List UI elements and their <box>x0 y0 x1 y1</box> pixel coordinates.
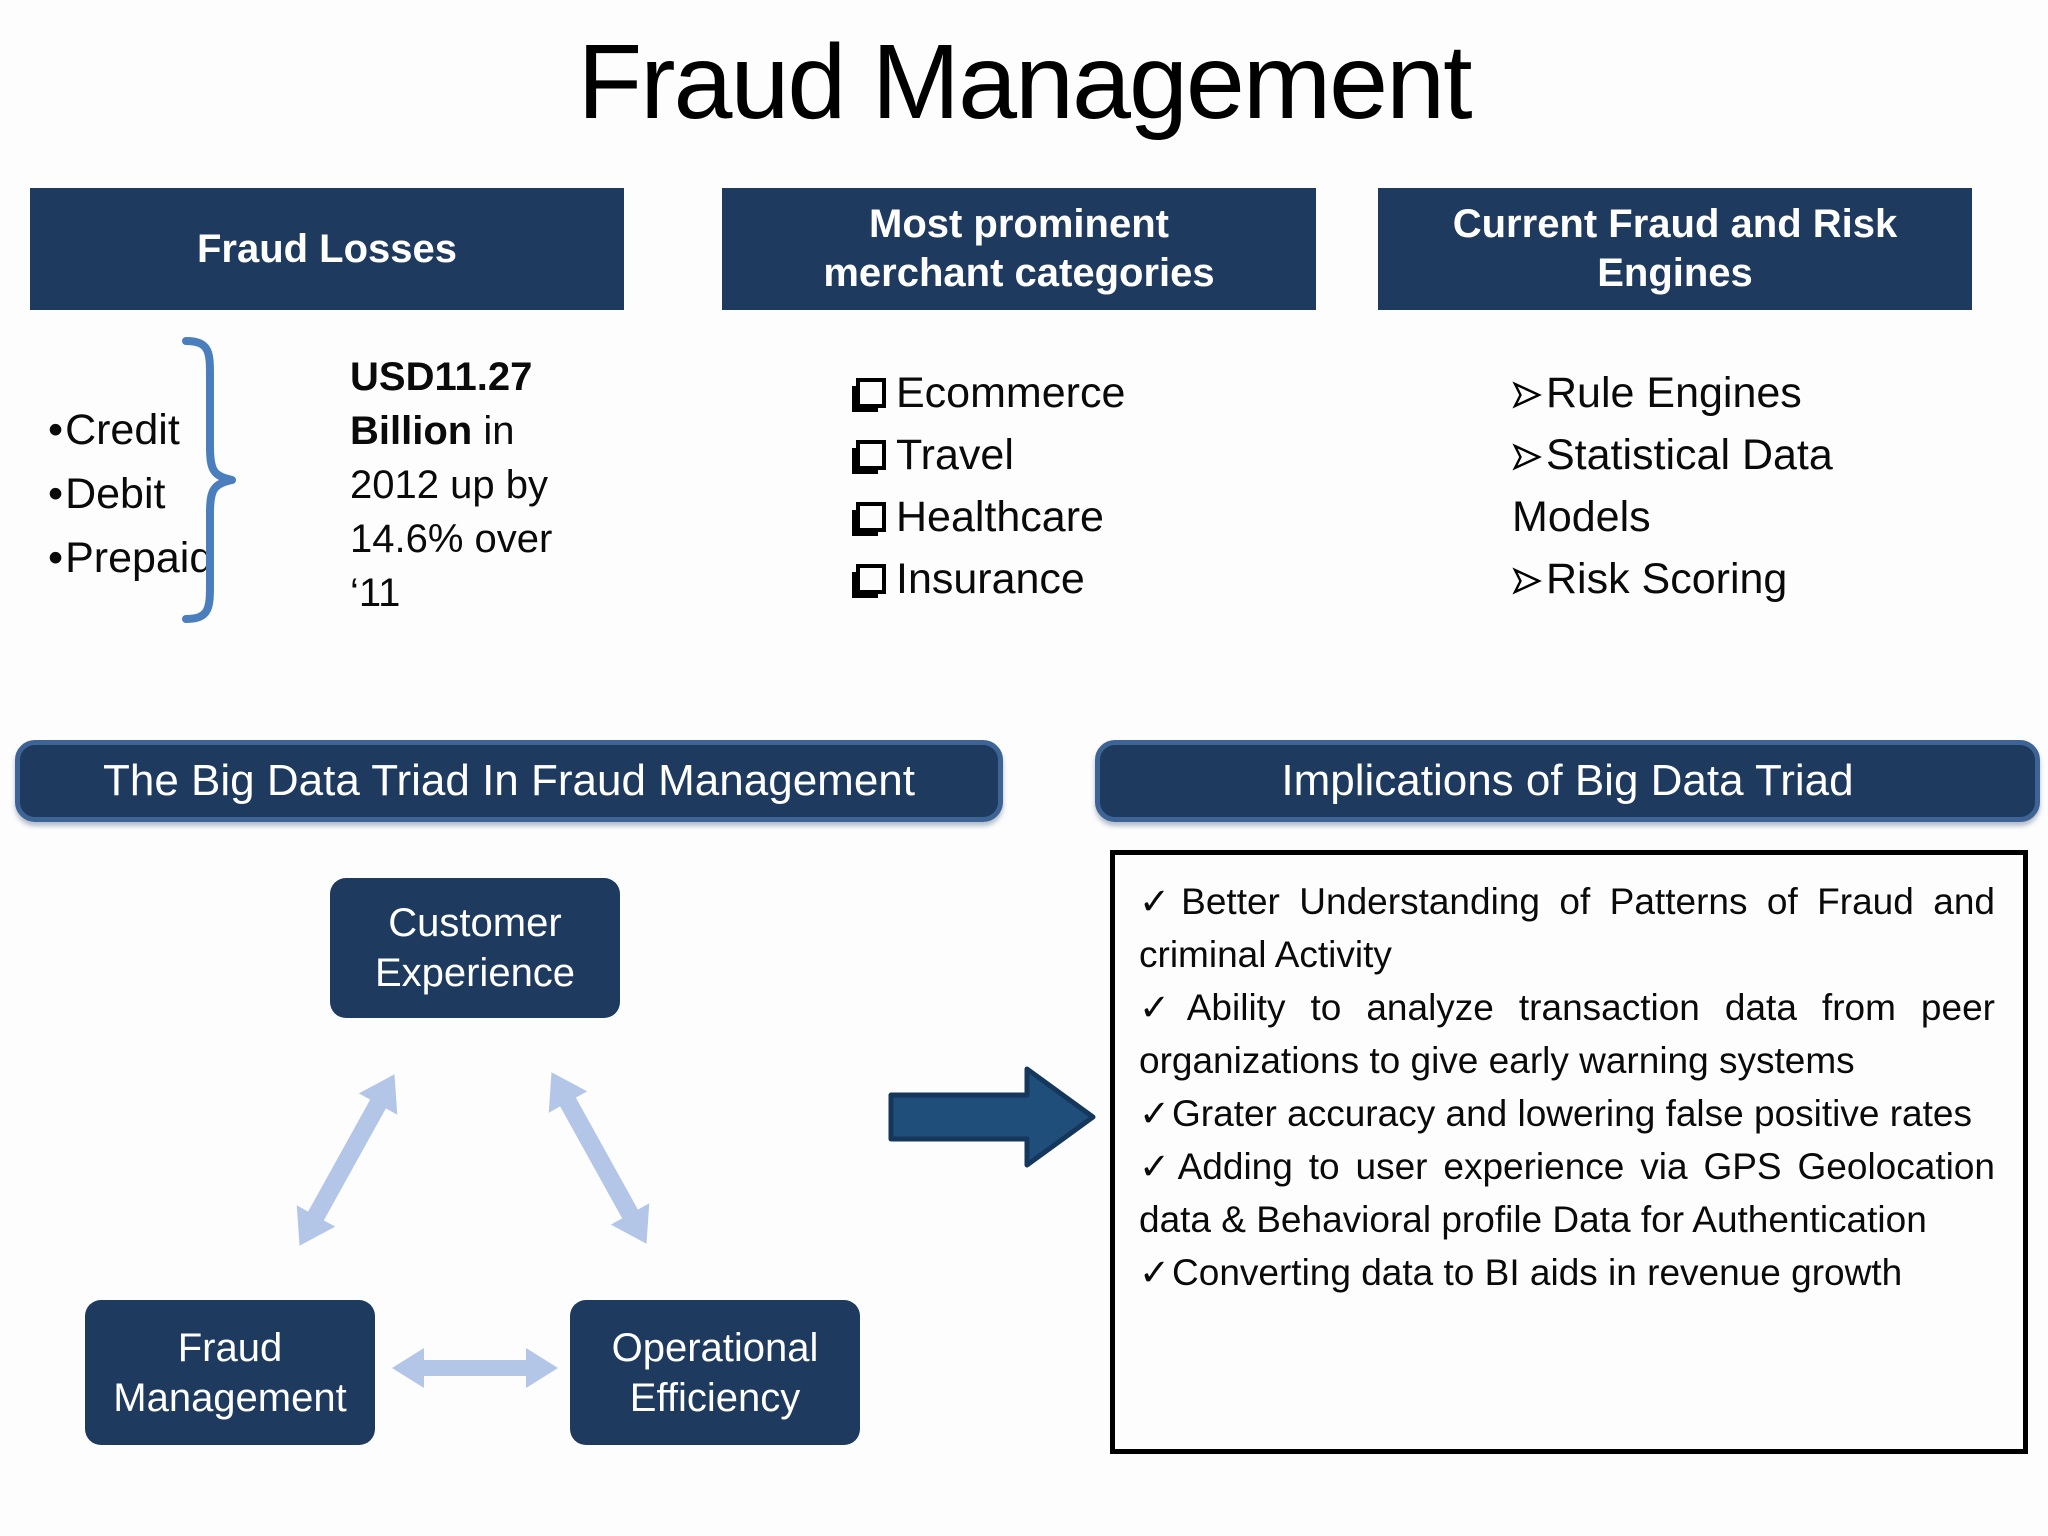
node-label: Fraud Management <box>113 1325 347 1420</box>
list-item: Travel <box>852 424 1125 486</box>
list-item: Ecommerce <box>852 362 1125 424</box>
bullet-icon: • <box>48 470 64 518</box>
list-item: •Debit <box>48 462 213 526</box>
list-item-label: Ecommerce <box>896 369 1126 417</box>
triad-section-header-label: The Big Data Triad In Fraud Management <box>103 756 915 805</box>
double-arrow-icon <box>296 1074 398 1246</box>
merchant-categories-header-label: Most prominent merchant categories <box>823 202 1215 295</box>
risk-engines-header-label: Current Fraud and Risk Engines <box>1452 202 1898 295</box>
list-item: Healthcare <box>852 486 1125 548</box>
node-operational-efficiency: Operational Efficiency <box>570 1300 860 1445</box>
list-item-label: Prepaid <box>65 534 214 582</box>
list-item-label: Travel <box>896 431 1014 479</box>
merchant-categories-header: Most prominent merchant categories <box>722 188 1316 310</box>
fraud-losses-header-label: Fraud Losses <box>196 226 458 271</box>
implication-item-label: Adding to user experience via GPS Geoloc… <box>1139 1146 1995 1240</box>
checkbox-icon <box>856 440 886 470</box>
check-icon: ✓ <box>1139 1252 1171 1293</box>
list-item-label: Risk Scoring <box>1546 555 1788 603</box>
implication-item: ✓Adding to user experience via GPS Geolo… <box>1139 1140 1995 1246</box>
double-arrow-icon <box>392 1348 558 1388</box>
list-item-label: Insurance <box>896 555 1085 603</box>
risk-engines-header: Current Fraud and Risk Engines <box>1378 188 1972 310</box>
implication-item: ✓Converting data to BI aids in revenue g… <box>1139 1246 1995 1299</box>
implication-item-label: Grater accuracy and lowering false posit… <box>1172 1093 1972 1134</box>
list-item: •Prepaid <box>48 526 213 590</box>
checkbox-icon <box>856 564 886 594</box>
list-item-label: Healthcare <box>896 493 1104 541</box>
bullet-icon: • <box>48 406 64 454</box>
node-fraud-management: Fraud Management <box>85 1300 375 1445</box>
block-arrow-icon <box>888 1066 1096 1168</box>
list-item: Rule Engines <box>1512 362 1942 424</box>
list-item: Insurance <box>852 548 1125 610</box>
list-item: •Credit <box>48 398 213 462</box>
fraud-stat: USD11.27 Billion in 2012 up by 14.6% ove… <box>350 350 590 620</box>
implications-section-header-label: Implications of Big Data Triad <box>1281 756 1854 805</box>
checkbox-icon <box>856 378 886 408</box>
implications-box: ✓Better Understanding of Patterns of Fra… <box>1110 850 2028 1454</box>
implication-item: ✓Grater accuracy and lowering false posi… <box>1139 1087 1995 1140</box>
list-item: Statistical Data Models <box>1512 424 1942 548</box>
check-icon: ✓ <box>1139 1093 1171 1134</box>
checkbox-icon <box>856 502 886 532</box>
triad-section-header: The Big Data Triad In Fraud Management <box>15 740 1003 822</box>
page-title: Fraud Management <box>577 23 1472 141</box>
implications-section-header: Implications of Big Data Triad <box>1095 740 2040 822</box>
arrowhead-icon <box>1512 443 1542 471</box>
list-item-label: Credit <box>65 406 180 454</box>
fraud-stat-detail: in 2012 up by 14.6% over ‘11 <box>350 409 553 615</box>
merchant-list: Ecommerce Travel Healthcare Insurance <box>852 362 1125 610</box>
fraud-losses-header: Fraud Losses <box>30 188 624 310</box>
check-icon: ✓ <box>1139 987 1185 1028</box>
check-icon: ✓ <box>1139 881 1180 922</box>
check-icon: ✓ <box>1139 1146 1176 1187</box>
bullet-icon: • <box>48 534 64 582</box>
engines-list: Rule Engines Statistical Data Models Ris… <box>1512 362 1942 610</box>
double-arrow-icon <box>548 1072 650 1244</box>
list-item-label: Rule Engines <box>1546 369 1802 417</box>
node-label: Operational Efficiency <box>611 1325 819 1420</box>
implication-item: ✓Better Understanding of Patterns of Fra… <box>1139 875 1995 981</box>
fraud-stat-value: USD11.27 Billion <box>350 355 533 453</box>
arrowhead-icon <box>1512 381 1542 409</box>
node-label: Customer Experience <box>374 901 576 995</box>
arrowhead-icon <box>1512 567 1542 595</box>
implication-item-label: Better Understanding of Patterns of Frau… <box>1139 881 1995 975</box>
implication-item: ✓Ability to analyze transaction data fro… <box>1139 981 1995 1087</box>
brace-icon <box>182 337 236 623</box>
node-customer-experience: Customer Experience <box>330 878 620 1018</box>
implication-item-label: Converting data to BI aids in revenue gr… <box>1172 1252 1903 1293</box>
list-item: Risk Scoring <box>1512 548 1942 610</box>
list-item-label: Statistical Data Models <box>1512 431 1833 541</box>
implication-item-label: Ability to analyze transaction data from… <box>1139 987 1995 1081</box>
fraud-losses-list: •Credit •Debit •Prepaid <box>48 398 213 590</box>
list-item-label: Debit <box>65 470 166 518</box>
